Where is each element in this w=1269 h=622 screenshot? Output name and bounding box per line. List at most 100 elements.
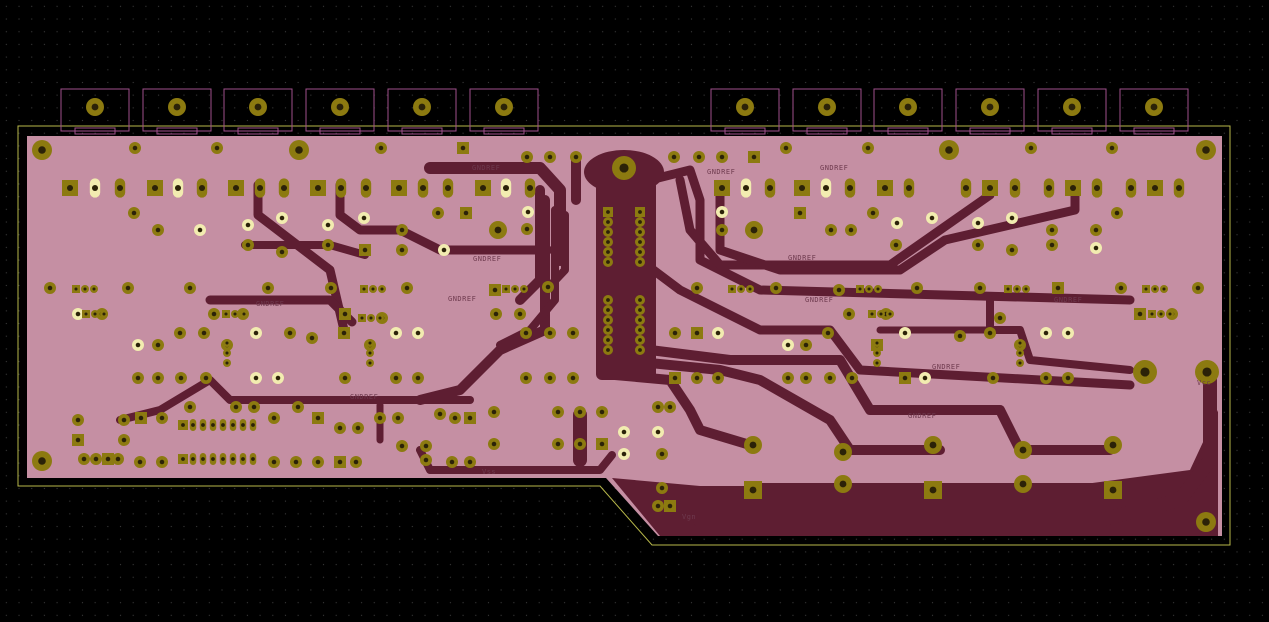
through-hole-pad[interactable] <box>278 178 290 198</box>
through-hole-pad[interactable] <box>521 223 533 235</box>
through-hole-pad[interactable] <box>635 227 645 237</box>
through-hole-pad[interactable] <box>635 315 645 325</box>
through-hole-pad[interactable] <box>1195 360 1219 384</box>
through-hole-pad[interactable] <box>457 142 469 154</box>
through-hole-pad[interactable] <box>432 207 444 219</box>
through-hole-pad[interactable] <box>987 372 999 384</box>
through-hole-pad[interactable] <box>567 327 579 339</box>
through-hole-pad[interactable] <box>886 310 894 318</box>
through-hole-pad[interactable] <box>32 451 52 471</box>
through-hole-pad[interactable] <box>574 406 586 418</box>
highlighted-pad[interactable] <box>1062 327 1074 339</box>
through-hole-pad[interactable] <box>845 224 857 236</box>
through-hole-pad[interactable] <box>635 207 645 217</box>
through-hole-pad[interactable] <box>178 420 188 430</box>
through-hole-pad[interactable] <box>1013 285 1021 293</box>
through-hole-pad[interactable] <box>873 339 881 347</box>
highlighted-pad[interactable] <box>919 372 931 384</box>
through-hole-pad[interactable] <box>229 453 237 465</box>
through-hole-pad[interactable] <box>90 453 102 465</box>
through-hole-pad[interactable] <box>994 312 1006 324</box>
through-hole-pad[interactable] <box>1043 178 1055 198</box>
through-hole-pad[interactable] <box>460 207 472 219</box>
through-hole-pad[interactable] <box>520 327 532 339</box>
through-hole-pad[interactable] <box>334 456 346 468</box>
through-hole-pad[interactable] <box>974 282 986 294</box>
through-hole-pad[interactable] <box>873 349 881 357</box>
highlighted-pad[interactable] <box>272 372 284 384</box>
through-hole-pad[interactable] <box>603 227 613 237</box>
through-hole-pad[interactable] <box>728 285 736 293</box>
through-hole-pad[interactable] <box>544 327 556 339</box>
through-hole-pad[interactable] <box>189 453 197 465</box>
through-hole-pad[interactable] <box>239 419 247 431</box>
through-hole-pad[interactable] <box>520 372 532 384</box>
through-hole-pad[interactable] <box>873 359 881 367</box>
through-hole-pad[interactable] <box>62 180 78 196</box>
through-hole-pad[interactable] <box>656 482 668 494</box>
through-hole-pad[interactable] <box>1046 224 1058 236</box>
through-hole-pad[interactable] <box>401 282 413 294</box>
highlighted-pad[interactable] <box>652 426 664 438</box>
through-hole-pad[interactable] <box>178 454 188 464</box>
through-hole-pad[interactable] <box>334 422 346 434</box>
through-hole-pad[interactable] <box>984 327 996 339</box>
highlighted-pad[interactable] <box>438 244 450 256</box>
through-hole-pad[interactable] <box>899 98 917 116</box>
through-hole-pad[interactable] <box>152 339 164 351</box>
through-hole-pad[interactable] <box>939 140 959 160</box>
through-hole-pad[interactable] <box>1104 436 1122 454</box>
through-hole-pad[interactable] <box>716 151 728 163</box>
through-hole-pad[interactable] <box>366 339 374 347</box>
through-hole-pad[interactable] <box>81 285 89 293</box>
through-hole-pad[interactable] <box>502 285 510 293</box>
through-hole-pad[interactable] <box>1192 282 1204 294</box>
through-hole-pad[interactable] <box>360 285 368 293</box>
through-hole-pad[interactable] <box>44 282 56 294</box>
through-hole-pad[interactable] <box>32 140 52 160</box>
through-hole-pad[interactable] <box>514 308 526 320</box>
through-hole-pad[interactable] <box>322 239 334 251</box>
through-hole-pad[interactable] <box>82 310 90 318</box>
through-hole-pad[interactable] <box>446 456 458 468</box>
through-hole-pad[interactable] <box>1025 142 1037 154</box>
through-hole-pad[interactable] <box>339 308 351 320</box>
through-hole-pad[interactable] <box>552 406 564 418</box>
through-hole-pad[interactable] <box>284 327 296 339</box>
through-hole-pad[interactable] <box>603 207 613 217</box>
through-hole-pad[interactable] <box>91 310 99 318</box>
through-hole-pad[interactable] <box>693 151 705 163</box>
through-hole-pad[interactable] <box>209 453 217 465</box>
through-hole-pad[interactable] <box>737 285 745 293</box>
through-hole-pad[interactable] <box>635 335 645 345</box>
through-hole-pad[interactable] <box>603 237 613 247</box>
through-hole-pad[interactable] <box>612 156 636 180</box>
through-hole-pad[interactable] <box>223 359 231 367</box>
highlighted-pad[interactable] <box>972 217 984 229</box>
through-hole-pad[interactable] <box>352 422 364 434</box>
through-hole-pad[interactable] <box>376 314 384 322</box>
through-hole-pad[interactable] <box>276 246 288 258</box>
through-hole-pad[interactable] <box>603 247 613 257</box>
through-hole-pad[interactable] <box>524 178 536 198</box>
through-hole-pad[interactable] <box>1134 308 1146 320</box>
through-hole-pad[interactable] <box>390 372 402 384</box>
through-hole-pad[interactable] <box>175 372 187 384</box>
through-hole-pad[interactable] <box>72 285 80 293</box>
highlighted-pad[interactable] <box>242 219 254 231</box>
through-hole-pad[interactable] <box>770 282 782 294</box>
through-hole-pad[interactable] <box>240 310 248 318</box>
through-hole-pad[interactable] <box>396 440 408 452</box>
through-hole-pad[interactable] <box>521 151 533 163</box>
through-hole-pad[interactable] <box>135 412 147 424</box>
through-hole-pad[interactable] <box>877 310 885 318</box>
through-hole-pad[interactable] <box>500 178 512 198</box>
through-hole-pad[interactable] <box>114 178 126 198</box>
through-hole-pad[interactable] <box>1196 512 1216 532</box>
through-hole-pad[interactable] <box>249 419 257 431</box>
through-hole-pad[interactable] <box>449 412 461 424</box>
through-hole-pad[interactable] <box>420 440 432 452</box>
through-hole-pad[interactable] <box>369 285 377 293</box>
